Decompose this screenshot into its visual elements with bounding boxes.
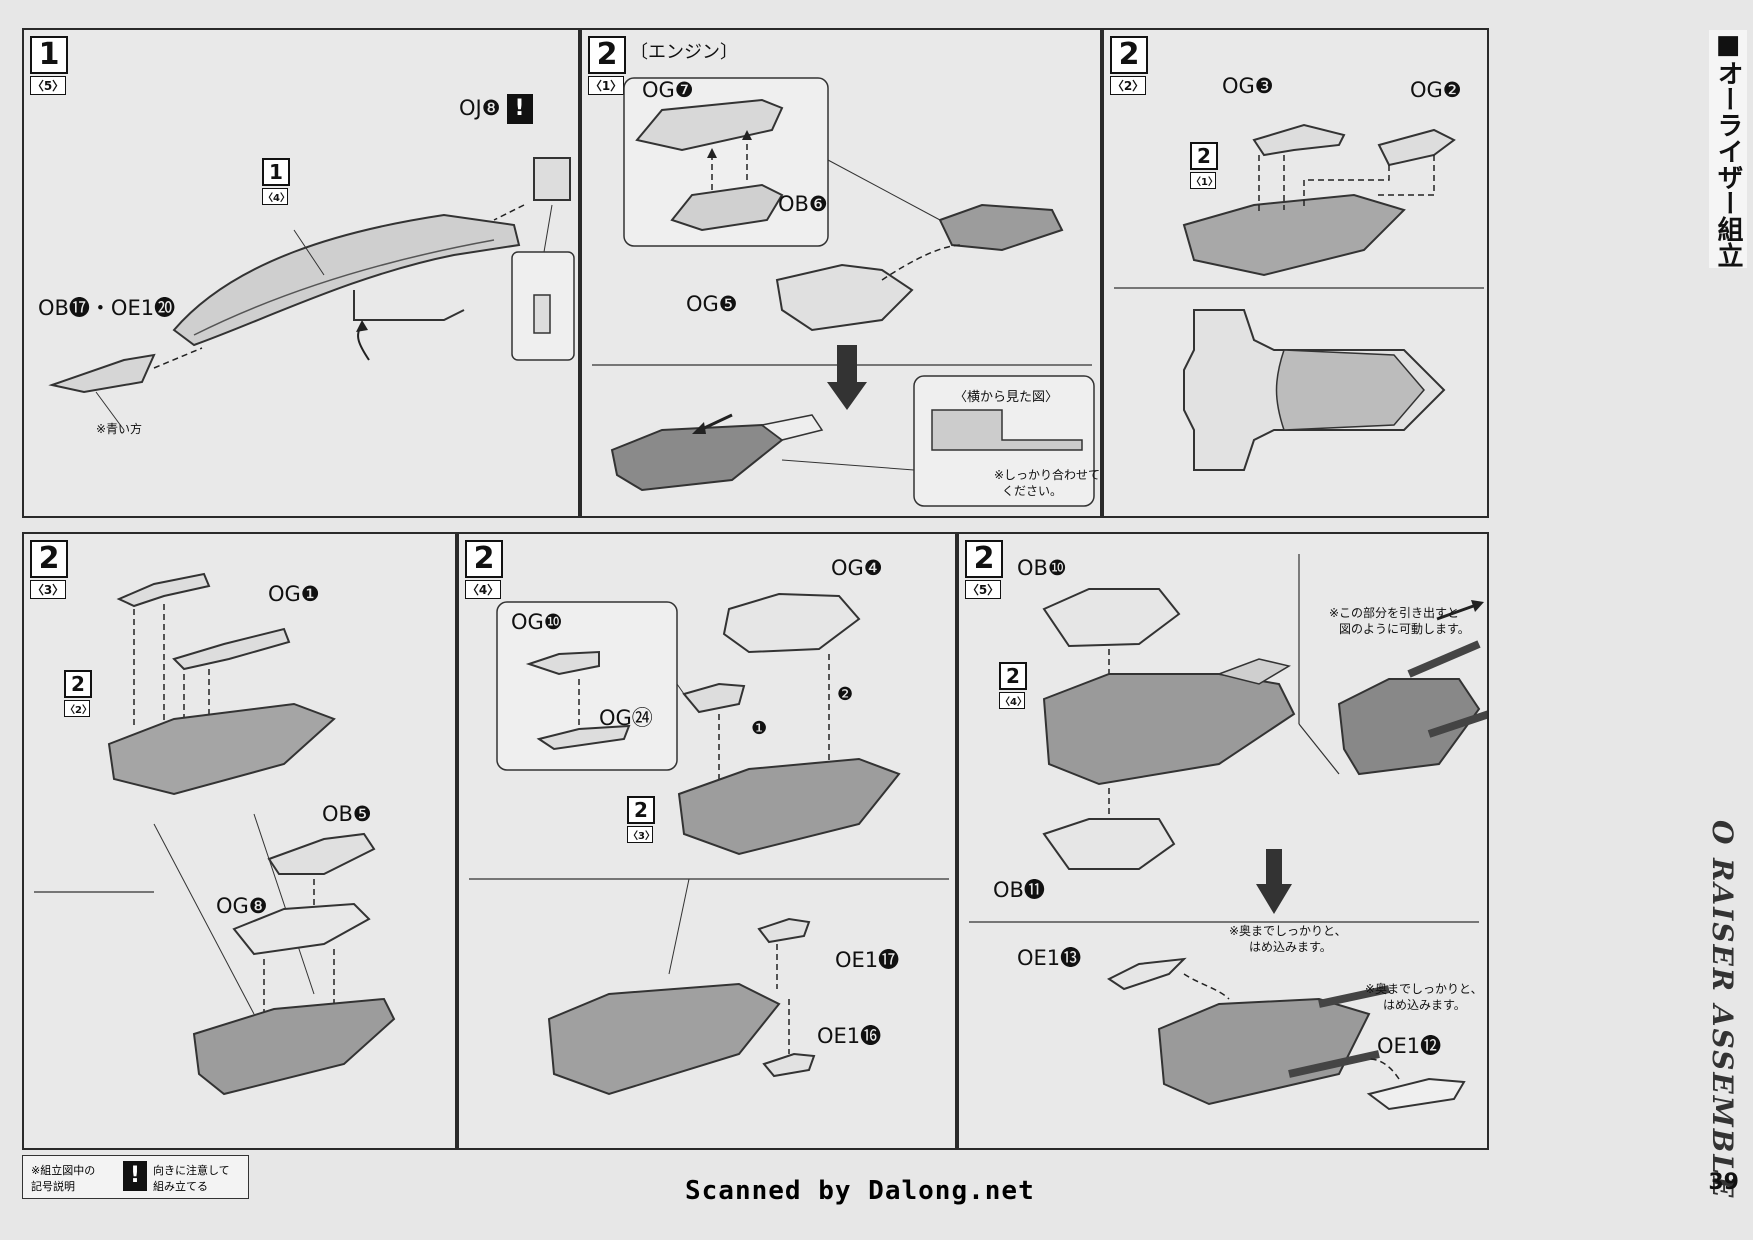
step-number-main: 2 <box>1110 36 1148 74</box>
step-2-2-drawing <box>1114 123 1484 471</box>
inner-step-ref: 2 〈3〉 <box>627 796 655 843</box>
step-2-2-panel: 2 〈2〉 OG❸ OG❷ 2 〈1〉 <box>1102 28 1489 518</box>
page-number: 39 <box>1708 1170 1739 1195</box>
warning-icon: ! <box>123 1161 147 1191</box>
step-number: 2 〈3〉 <box>30 540 68 599</box>
step-2-5-drawing <box>969 554 1487 1111</box>
symbol-legend: ※組立図中の 記号説明 ! 向きに注意して 組み立てる <box>22 1155 249 1199</box>
section-title-ja: ■オーライザー組立 <box>1709 30 1747 268</box>
step-number: 2 〈1〉 <box>588 36 626 95</box>
part-label-og7: OG❼ <box>642 78 694 102</box>
part-label-ob11: OB⓫ <box>993 878 1045 902</box>
inner-step-ref: 2 〈2〉 <box>64 670 92 717</box>
align-note-1: ※しっかり合わせて <box>994 468 1101 482</box>
step-number-main: 1 <box>30 36 68 74</box>
inner-step-ref: 2 〈1〉 <box>1190 142 1218 189</box>
inner-step-main: 2 <box>627 796 655 824</box>
inner-step-sub: 〈2〉 <box>64 700 92 717</box>
movable-note-1: ※この部分を引き出すと <box>1329 606 1460 620</box>
step-2-1-drawing <box>592 77 1095 507</box>
legend-desc-2: 組み立てる <box>153 1180 208 1193</box>
part-label-og5: OG❺ <box>686 292 738 316</box>
step-number-main: 2 <box>588 36 626 74</box>
press-note-3: ※奥までしっかりと、 <box>1365 982 1483 996</box>
step-number-main: 2 <box>965 540 1003 578</box>
part-label-ob5: OB❺ <box>322 802 372 826</box>
order-mark-2: ❷ <box>837 684 854 705</box>
step-2-1-panel: 2 〈1〉 〔エンジン〕 <box>580 28 1102 518</box>
part-label-og1: OG❶ <box>268 582 320 606</box>
step-2-3-panel: 2 〈3〉 OG❶ <box>22 532 457 1150</box>
side-view-caption: 〈横から見た図〉 <box>954 390 1059 405</box>
part-label-ob10: OB❿ <box>1017 556 1067 580</box>
step-1-drawing <box>48 157 575 431</box>
step-number-sub: 〈1〉 <box>588 76 624 95</box>
step-number-main: 2 <box>30 540 68 578</box>
part-label-og10: OG❿ <box>511 610 563 634</box>
inner-step-sub: 〈4〉 <box>999 692 1027 709</box>
part-label-oj8: OJ❽! <box>459 94 533 124</box>
press-note-2: はめ込みます。 <box>1249 940 1332 954</box>
press-note-4: はめ込みます。 <box>1383 998 1466 1012</box>
step-1-panel: 1 〈5〉 1 〈4〉 O <box>22 28 580 518</box>
section-title-en: O RAISER ASSEMBLE <box>1706 820 1739 1200</box>
inner-step-main: 1 <box>262 158 290 186</box>
legend-title-2: 記号説明 <box>31 1180 75 1193</box>
step-2-4-drawing <box>469 592 949 1096</box>
align-note-2: ください。 <box>1002 484 1063 498</box>
legend-title-1: ※組立図中の <box>31 1164 96 1177</box>
part-label-oe17: OE1⓱ <box>835 948 900 972</box>
step-number-main: 2 <box>465 540 503 578</box>
note-blue: ※青い方 <box>96 422 143 436</box>
step-number-sub: 〈3〉 <box>30 580 66 599</box>
inner-step-main: 2 <box>64 670 92 698</box>
inner-step-ref: 1 〈4〉 <box>262 158 290 205</box>
step-2-3-drawing <box>34 572 396 1096</box>
step-number: 2 〈5〉 <box>965 540 1003 599</box>
step-number-sub: 〈5〉 <box>30 76 66 95</box>
movable-note-2: 図のように可動します。 <box>1339 622 1470 636</box>
part-label-oe12: OE1⓬ <box>1377 1034 1442 1058</box>
inner-step-sub: 〈3〉 <box>627 826 655 843</box>
order-mark-1: ❶ <box>751 718 768 739</box>
warning-icon: ! <box>506 94 533 124</box>
press-note-1: ※奥までしっかりと、 <box>1229 924 1347 938</box>
step-number-sub: 〈2〉 <box>1110 76 1146 95</box>
step-number: 1 〈5〉 <box>30 36 68 95</box>
step-number: 2 〈2〉 <box>1110 36 1148 95</box>
part-label-oe16: OE1⓰ <box>817 1024 882 1048</box>
step-number-sub: 〈5〉 <box>965 580 1001 599</box>
inner-step-main: 2 <box>1190 142 1218 170</box>
part-label-og4: OG❹ <box>831 556 883 580</box>
scanned-credit: Scanned by Dalong.net <box>685 1176 1035 1206</box>
part-label-ob17-oe120: OB⓱・OE1⓴ <box>38 296 176 320</box>
part-label-ob6: OB❻ <box>778 192 828 216</box>
engine-title: 〔エンジン〕 <box>630 42 738 63</box>
part-label-oe13: OE1⓭ <box>1017 946 1082 970</box>
part-oj8-text: OJ❽ <box>459 96 501 120</box>
step-number: 2 〈4〉 <box>465 540 503 599</box>
step-number-sub: 〈4〉 <box>465 580 501 599</box>
legend-desc-1: 向きに注意して <box>153 1164 230 1177</box>
part-label-og24: OG㉔ <box>599 706 653 730</box>
part-label-og8: OG❽ <box>216 894 268 918</box>
step-2-5-panel: 2 〈5〉 <box>957 532 1489 1150</box>
part-label-og2: OG❷ <box>1410 78 1462 102</box>
step-2-4-panel: 2 〈4〉 OG❹ <box>457 532 957 1150</box>
inner-step-main: 2 <box>999 662 1027 690</box>
inner-step-sub: 〈4〉 <box>262 188 290 205</box>
part-label-og3: OG❸ <box>1222 74 1274 98</box>
inner-step-sub: 〈1〉 <box>1190 172 1218 189</box>
inner-step-ref: 2 〈4〉 <box>999 662 1027 709</box>
